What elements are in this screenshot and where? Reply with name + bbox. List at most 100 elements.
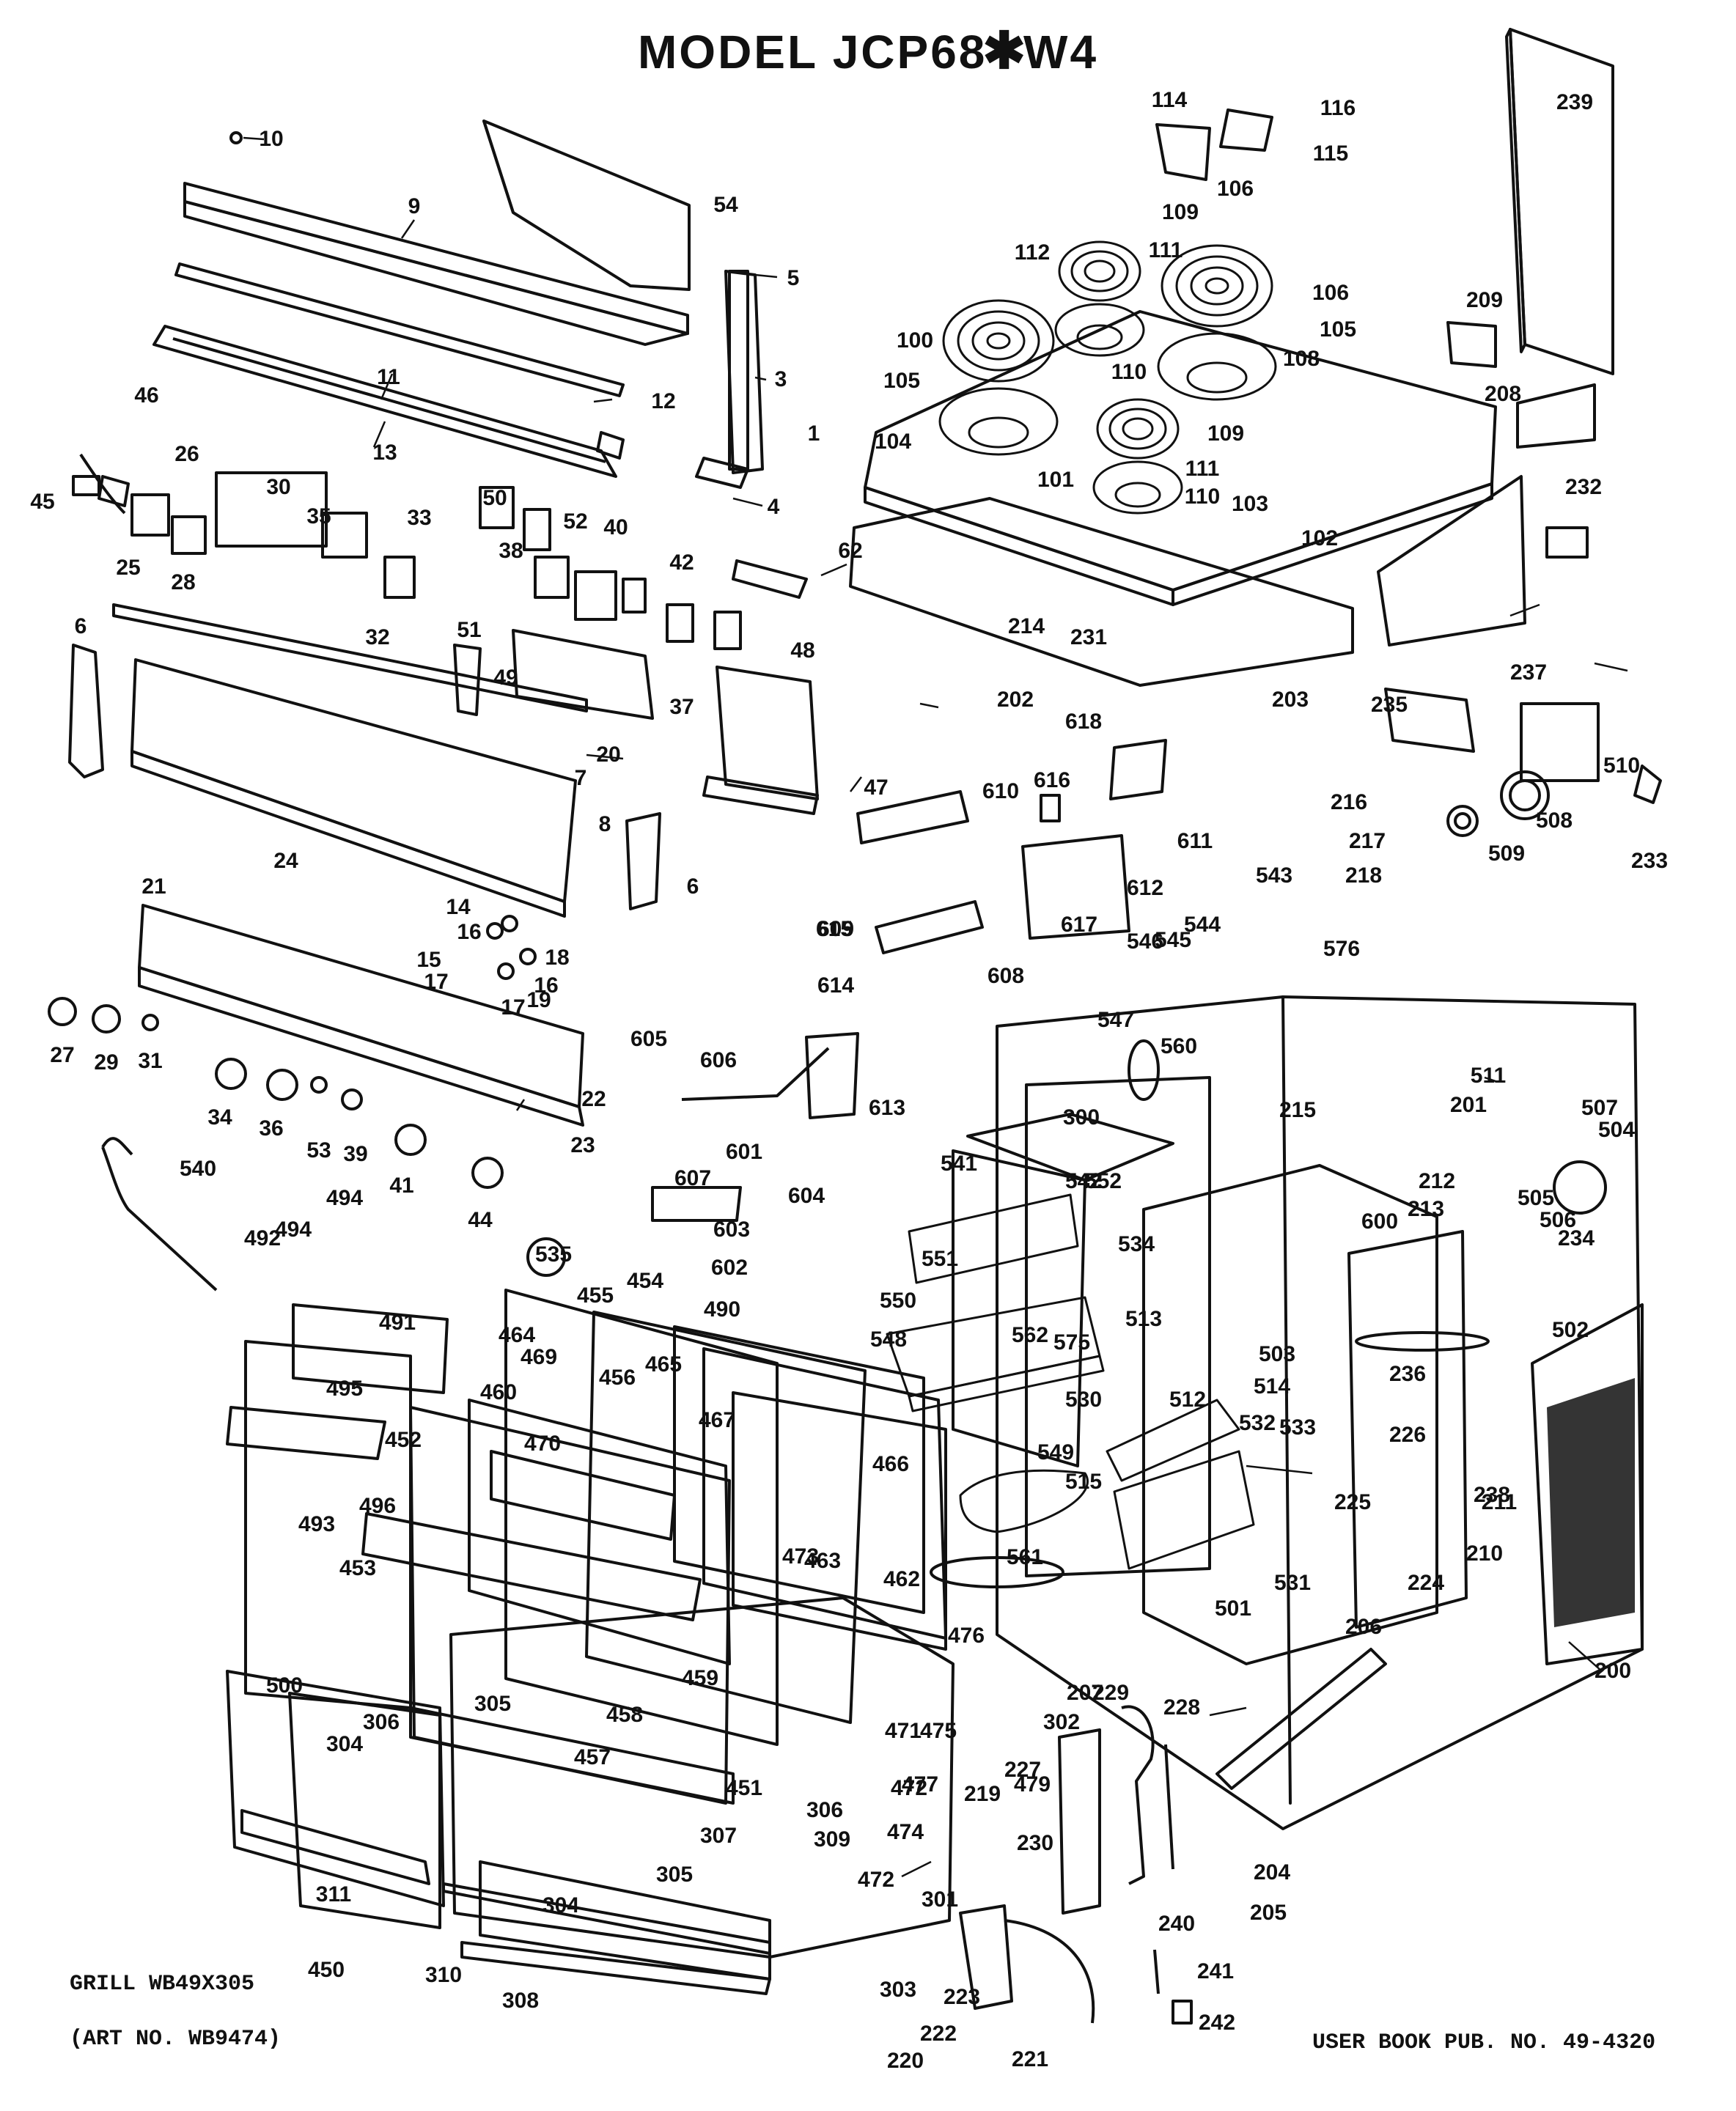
part-label: 34 [207, 1105, 232, 1130]
part-label: 618 [1064, 710, 1103, 734]
part-label: 111 [1148, 238, 1183, 262]
part-label: 541 [940, 1152, 978, 1176]
part-label: 308 [501, 1989, 540, 2013]
part-label: 220 [886, 2049, 924, 2073]
part-label: 509 [1487, 841, 1526, 866]
part-label: 11 [377, 365, 400, 389]
part-label: 552 [1084, 1169, 1122, 1193]
part-label: 5 [787, 266, 800, 290]
part-label: 602 [710, 1256, 749, 1280]
part-label: 239 [1556, 90, 1594, 114]
part-label: 54 [713, 193, 738, 217]
part-label: 233 [1630, 849, 1669, 873]
part-label: 502 [1551, 1318, 1589, 1342]
part-label: 310 [424, 1963, 463, 1987]
part-label: 33 [407, 506, 432, 530]
part-label: 225 [1334, 1490, 1372, 1514]
part-label: 508 [1535, 808, 1573, 833]
part-label: 546 [1126, 929, 1164, 954]
part-label: 551 [921, 1247, 959, 1271]
part-label: 234 [1557, 1226, 1595, 1250]
part-label: 464 [498, 1323, 536, 1347]
part-label: 490 [703, 1297, 741, 1322]
part-label: 100 [896, 328, 934, 353]
part-label: 451 [725, 1776, 763, 1800]
part-label: 611 [1177, 829, 1213, 853]
part-label: 491 [378, 1311, 416, 1335]
part-label: 216 [1330, 790, 1368, 814]
part-label: 459 [681, 1666, 719, 1690]
part-label: 494 [274, 1217, 312, 1242]
side-parts [1384, 28, 1662, 837]
part-label: 576 [1323, 937, 1361, 961]
part-label: 613 [868, 1096, 906, 1120]
part-label: 37 [669, 695, 694, 719]
part-label: 506 [1539, 1208, 1577, 1232]
part-label: 13 [372, 441, 397, 465]
part-label: 492 [243, 1226, 282, 1250]
part-label: 503 [1258, 1342, 1296, 1366]
part-label: 505 [1517, 1186, 1555, 1210]
part-label: 309 [813, 1827, 851, 1852]
part-label: 106 [1312, 281, 1350, 305]
part-label: 612 [1126, 876, 1164, 900]
part-label: 235 [1370, 693, 1408, 717]
part-label: 62 [838, 539, 863, 563]
part-label: 42 [669, 550, 694, 575]
part-label: 302 [1042, 1710, 1081, 1734]
part-label: 543 [1255, 863, 1293, 888]
part-label: 470 [523, 1432, 562, 1456]
part-label: 6 [74, 614, 87, 638]
part-label: 227 [1004, 1758, 1042, 1782]
part-label: 201 [1449, 1093, 1487, 1117]
part-label: 616 [1033, 768, 1071, 792]
part-label: 603 [713, 1217, 751, 1242]
part-label: 200 [1594, 1659, 1632, 1683]
part-label: 222 [919, 2022, 957, 2046]
part-label: 471 [884, 1719, 922, 1743]
part-label: 542 [1064, 1169, 1103, 1193]
part-label: 457 [573, 1745, 611, 1769]
part-label: 241 [1196, 1959, 1235, 1983]
user-book-note: USER BOOK PUB. NO. 49-4320 [1312, 2030, 1656, 2055]
part-label: 544 [1183, 913, 1221, 937]
part-label: 14 [446, 895, 471, 919]
part-label: 305 [474, 1692, 512, 1716]
part-label: 609 [817, 917, 855, 941]
part-label: 561 [1006, 1545, 1044, 1569]
part-label: 228 [1163, 1695, 1201, 1720]
part-label: 211 [1481, 1490, 1518, 1514]
part-label: 27 [50, 1043, 75, 1067]
part-label: 562 [1011, 1323, 1049, 1347]
part-label: 206 [1345, 1615, 1383, 1639]
part-label: 205 [1249, 1901, 1287, 1925]
part-label: 48 [790, 638, 815, 663]
part-label: 304 [326, 1732, 364, 1756]
part-label: 306 [806, 1798, 844, 1822]
part-label: 477 [901, 1772, 939, 1797]
part-label: 208 [1484, 382, 1522, 406]
part-label: 465 [644, 1352, 683, 1377]
part-label: 112 [1014, 240, 1051, 265]
part-label: 511 [1470, 1064, 1507, 1088]
part-label: 3 [774, 367, 787, 391]
part-label: 467 [698, 1408, 736, 1432]
part-label: 617 [1060, 913, 1098, 937]
part-label: 507 [1581, 1096, 1619, 1120]
part-label: 237 [1509, 660, 1548, 685]
part-label: 513 [1125, 1307, 1163, 1331]
part-label: 494 [326, 1186, 364, 1210]
part-label: 454 [626, 1269, 664, 1293]
part-label: 495 [326, 1377, 364, 1401]
part-label: 36 [259, 1116, 284, 1141]
part-label: 232 [1564, 475, 1603, 499]
part-label: 231 [1070, 625, 1108, 649]
part-label: 17 [501, 995, 526, 1020]
part-label: 605 [630, 1027, 668, 1051]
grill-note: GRILL WB49X305 [70, 1972, 255, 1997]
part-label: 496 [358, 1494, 397, 1518]
part-label: 21 [141, 874, 166, 899]
part-label: 475 [919, 1719, 957, 1743]
part-label: 533 [1279, 1415, 1317, 1440]
part-label: 479 [1013, 1772, 1051, 1797]
